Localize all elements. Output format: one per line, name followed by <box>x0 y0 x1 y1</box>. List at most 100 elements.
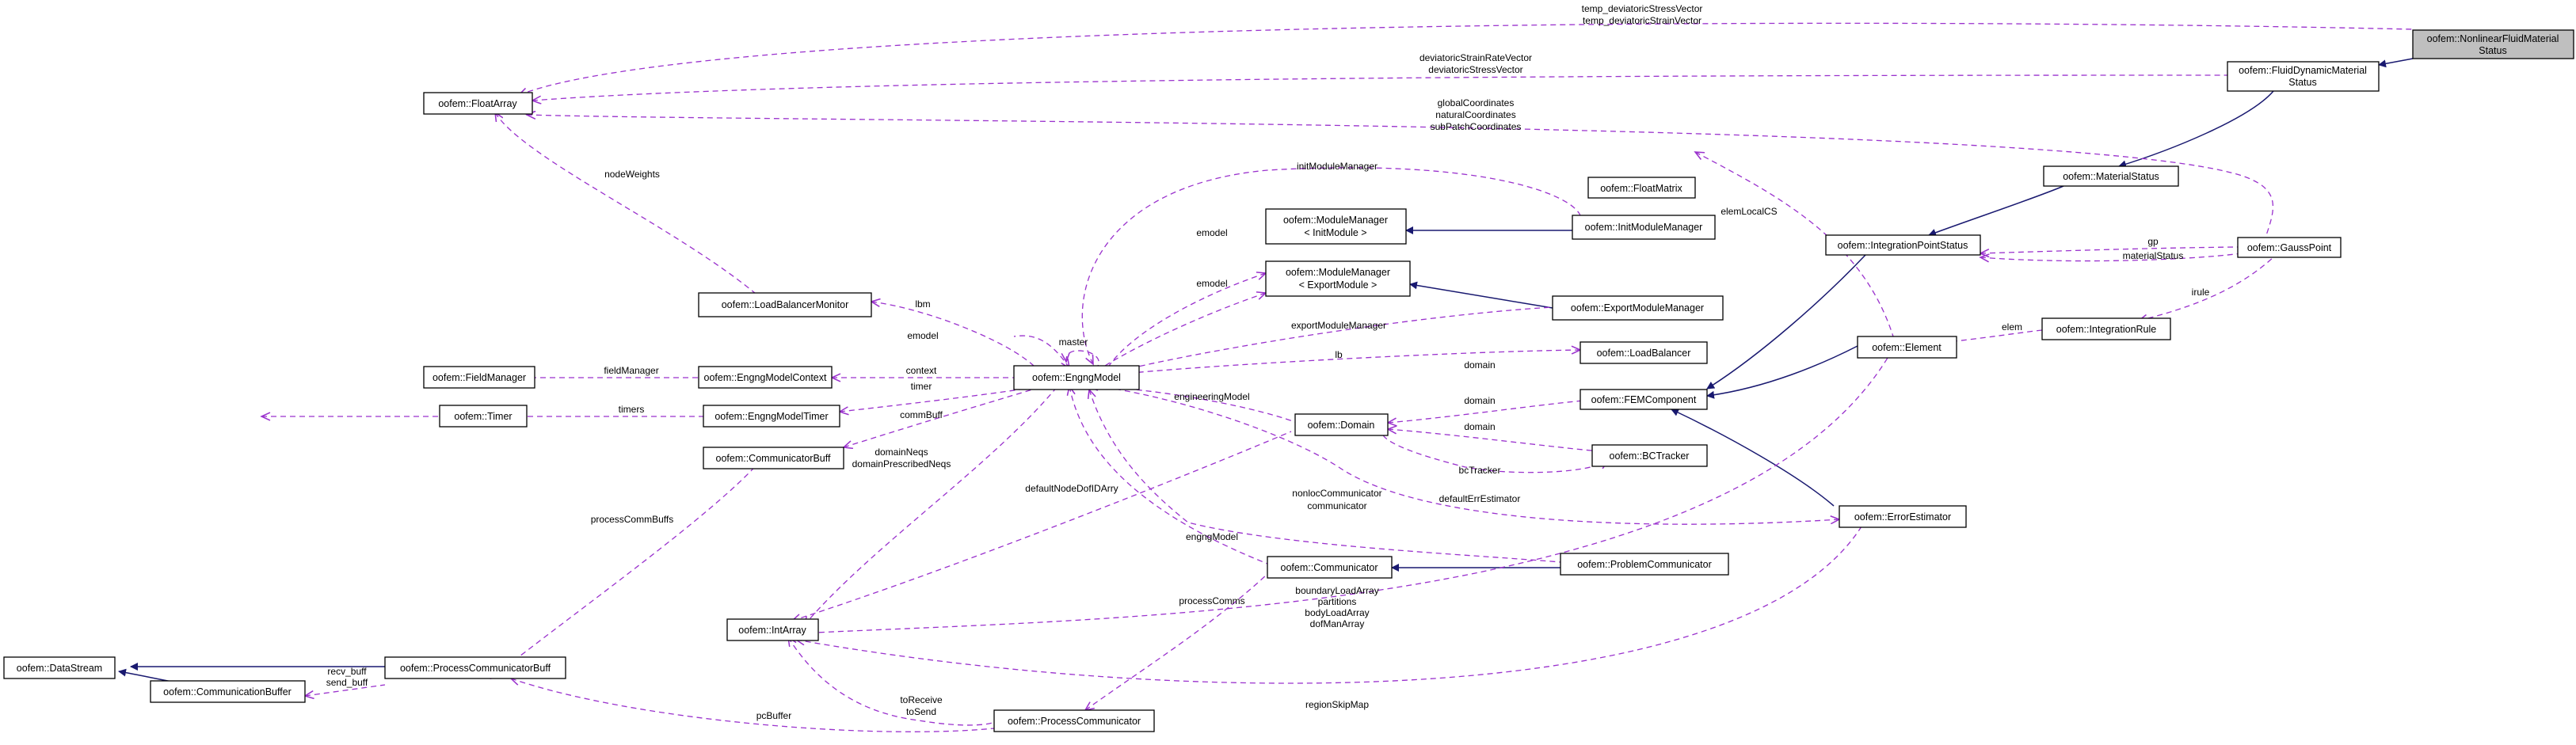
class-node-fluid-dynamic-material-status[interactable]: oofem::FluidDynamicMaterial Status <box>2227 61 2380 92</box>
edge-label-dof-man-array: dofManArray <box>1310 618 1365 629</box>
edge-label-deviatoric-strain-rate-vector: deviatoricStrainRateVector <box>1419 52 1532 63</box>
usage-edge <box>844 387 1038 447</box>
usage-edge <box>1085 573 1268 710</box>
usage-edge <box>1092 385 1839 525</box>
inheritance-edge <box>1409 281 1553 309</box>
class-node-error-estimator[interactable]: oofem::ErrorEstimator <box>1839 505 1967 528</box>
class-node-int-array[interactable]: oofem::IntArray <box>726 618 819 641</box>
svg-text:oofem::DataStream: oofem::DataStream <box>17 663 102 674</box>
class-node-timer[interactable]: oofem::Timer <box>439 405 528 428</box>
edge-label-sub-patch-coordinates: subPatchCoordinates <box>1431 121 1522 132</box>
edge-label-context: context <box>906 365 937 376</box>
svg-text:oofem::GaussPoint: oofem::GaussPoint <box>2247 242 2332 253</box>
edge-label-nonloc-communicator: nonlocCommunicator <box>1292 488 1381 499</box>
edge-label-recv-buff: recv_buff <box>327 666 367 677</box>
svg-text:oofem::MaterialStatus: oofem::MaterialStatus <box>2063 171 2159 182</box>
class-node-engng-model[interactable]: oofem::EngngModel <box>1013 365 1140 390</box>
svg-text:oofem::InitModuleManager: oofem::InitModuleManager <box>1585 222 1703 233</box>
class-node-bc-tracker[interactable]: oofem::BCTracker <box>1591 444 1708 467</box>
class-node-communicator-buff[interactable]: oofem::CommunicatorBuff <box>703 447 844 469</box>
class-node-export-module-manager[interactable]: oofem::ExportModuleManager <box>1552 295 1724 321</box>
svg-text:oofem::FluidDynamicMaterial: oofem::FluidDynamicMaterial <box>2239 65 2367 76</box>
class-node-float-matrix[interactable]: oofem::FloatMatrix <box>1587 177 1696 199</box>
usage-edge <box>792 431 1292 621</box>
class-node-module-manager-export-module[interactable]: oofem::ModuleManager < ExportModule > <box>1265 260 1411 297</box>
edge-label-material-status: materialStatus <box>2123 250 2184 261</box>
svg-text:oofem::Element: oofem::Element <box>1872 342 1942 353</box>
svg-text:oofem::CommunicationBuffer: oofem::CommunicationBuffer <box>163 686 292 697</box>
usage-edge <box>1695 152 1894 337</box>
class-node-load-balancer-monitor[interactable]: oofem::LoadBalancerMonitor <box>698 292 872 317</box>
usage-edge <box>511 678 995 732</box>
class-node-process-communicator-buff[interactable]: oofem::ProcessCommunicatorBuff <box>384 656 566 679</box>
edge-label-boundary-load-array: boundaryLoadArray <box>1295 585 1378 596</box>
usage-edge <box>1089 390 1561 563</box>
edge-label-pc-buffer: pcBuffer <box>756 710 791 721</box>
usage-edge <box>527 115 2274 238</box>
edge-label-engineering-model: engineeringModel <box>1174 391 1249 402</box>
usage-edge <box>804 386 1058 625</box>
class-node-engng-model-timer[interactable]: oofem::EngngModelTimer <box>703 405 840 428</box>
edge-label-gp: gp <box>2147 236 2159 247</box>
edge-label-region-skip-map: regionSkipMap <box>1305 699 1369 710</box>
class-node-communication-buffer[interactable]: oofem::CommunicationBuffer <box>150 680 306 703</box>
class-node-material-status[interactable]: oofem::MaterialStatus <box>2043 165 2179 187</box>
class-node-load-balancer[interactable]: oofem::LoadBalancer <box>1580 341 1708 364</box>
usage-edge <box>519 22 2414 95</box>
svg-text:oofem::FieldManager: oofem::FieldManager <box>433 372 526 383</box>
svg-text:oofem::ErrorEstimator: oofem::ErrorEstimator <box>1854 511 1951 523</box>
class-node-data-stream[interactable]: oofem::DataStream <box>3 656 116 679</box>
svg-text:oofem::EngngModelContext: oofem::EngngModelContext <box>704 372 827 383</box>
class-node-element[interactable]: oofem::Element <box>1857 336 1957 359</box>
usage-edge <box>1980 246 2239 253</box>
svg-text:oofem::ModuleManager: oofem::ModuleManager <box>1283 215 1388 226</box>
svg-text:oofem::FEMComponent: oofem::FEMComponent <box>1591 394 1697 405</box>
svg-text:oofem::FloatMatrix: oofem::FloatMatrix <box>1600 183 1682 194</box>
class-node-communicator[interactable]: oofem::Communicator <box>1267 556 1393 579</box>
edge-label-to-send: toSend <box>906 706 936 717</box>
edge-label-global-coordinates: globalCoordinates <box>1438 97 1515 108</box>
edge-label-body-load-array: bodyLoadArray <box>1305 607 1369 618</box>
edge-label-bc-tracker: bcTracker <box>1459 465 1501 476</box>
class-node-module-manager-init-module[interactable]: oofem::ModuleManager < InitModule > <box>1265 208 1407 245</box>
inheritance-edge <box>2378 58 2414 68</box>
edge-label-partitions: partitions <box>1318 596 1357 607</box>
class-node-init-module-manager[interactable]: oofem::InitModuleManager <box>1572 215 1716 240</box>
class-node-gauss-point[interactable]: oofem::GaussPoint <box>2237 237 2342 258</box>
class-node-float-array[interactable]: oofem::FloatArray <box>423 92 533 115</box>
class-node-process-communicator[interactable]: oofem::ProcessCommunicator <box>993 709 1155 732</box>
usage-edge <box>871 302 1035 367</box>
svg-text:oofem::IntegrationRule: oofem::IntegrationRule <box>2056 324 2157 335</box>
edge-label-elem-local-cs: elemLocalCS <box>1721 206 1777 217</box>
svg-text:oofem::ProcessCommunicatorBuff: oofem::ProcessCommunicatorBuff <box>400 663 551 674</box>
edge-label-irule: irule <box>2192 287 2210 298</box>
class-node-problem-communicator[interactable]: oofem::ProblemCommunicator <box>1560 553 1729 576</box>
edge-label-timers: timers <box>619 404 645 415</box>
svg-text:oofem::ExportModuleManager: oofem::ExportModuleManager <box>1571 302 1704 314</box>
class-node-engng-model-context[interactable]: oofem::EngngModelContext <box>698 366 833 389</box>
inheritance-edge <box>1928 185 2064 237</box>
svg-text:oofem::IntArray: oofem::IntArray <box>738 625 806 636</box>
edge-label-process-comms: processComms <box>1179 595 1244 606</box>
svg-text:oofem::EngngModelTimer: oofem::EngngModelTimer <box>714 411 828 422</box>
inheritance-edge <box>2118 90 2274 169</box>
svg-text:oofem::LoadBalancerMonitor: oofem::LoadBalancerMonitor <box>722 299 849 310</box>
svg-text:< InitModule >: < InitModule > <box>1304 227 1366 238</box>
class-node-integration-point-status[interactable]: oofem::IntegrationPointStatus <box>1825 234 1981 256</box>
inheritance-edge <box>1706 345 1858 399</box>
class-node-fem-component[interactable]: oofem::FEMComponent <box>1580 389 1708 410</box>
svg-text:Status: Status <box>2479 45 2506 56</box>
edge-label-domain-neqs: domainNeqs <box>875 447 928 458</box>
svg-text:oofem::Timer: oofem::Timer <box>454 411 512 422</box>
class-node-integration-rule[interactable]: oofem::IntegrationRule <box>2041 317 2171 340</box>
svg-text:oofem::ProblemCommunicator: oofem::ProblemCommunicator <box>1577 559 1712 570</box>
svg-text:oofem::CommunicatorBuff: oofem::CommunicatorBuff <box>716 453 831 464</box>
usage-edge <box>1108 306 1568 374</box>
class-node-field-manager[interactable]: oofem::FieldManager <box>423 366 535 389</box>
edge-label-lb: lb <box>1335 349 1343 360</box>
class-node-domain[interactable]: oofem::Domain <box>1294 413 1389 436</box>
class-node-nonlinear-fluid-material-status[interactable]: oofem::NonlinearFluidMaterial Status <box>2412 29 2574 59</box>
edge-label-domain-bctracker: domain <box>1464 421 1495 432</box>
svg-text:oofem::EngngModel: oofem::EngngModel <box>1032 372 1121 383</box>
